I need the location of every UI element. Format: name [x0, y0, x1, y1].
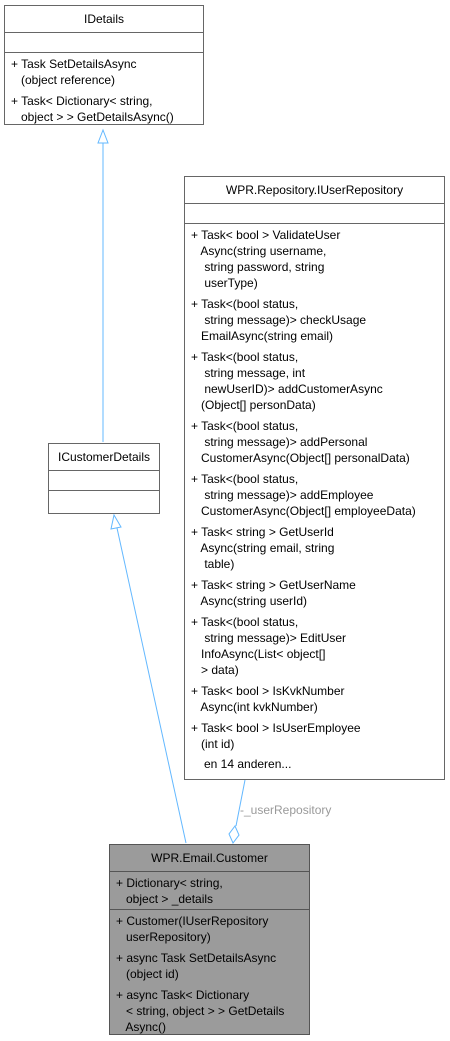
inheritance-arrowhead-icustomerdetails: [110, 513, 122, 530]
attributes-section: + Dictionary< string, object > _details: [110, 872, 309, 910]
method: + async Task SetDetailsAsync (object id): [116, 951, 277, 981]
method: + Task<(bool status, string message)> ad…: [191, 472, 416, 518]
method: + Task< string > GetUserId Async(string …: [191, 525, 335, 571]
class-name: ICustomerDetails: [49, 444, 159, 471]
method: + Task< bool > IsKvkNumber Async(int kvk…: [191, 684, 345, 714]
class-box-idetails[interactable]: IDetails + Task SetDetailsAsync (object …: [4, 5, 204, 125]
method: + Task<(bool status, string message)> Ed…: [191, 615, 347, 677]
class-name: WPR.Email.Customer: [110, 845, 309, 872]
method: + Task SetDetailsAsync (object reference…: [11, 57, 137, 87]
inheritance-line-customer-icustomerdetails: [116, 527, 187, 844]
methods-section: + Task SetDetailsAsync (object reference…: [5, 53, 203, 127]
method: + Customer(IUserRepository userRepositor…: [116, 914, 269, 944]
class-box-customer[interactable]: WPR.Email.Customer + Dictionary< string,…: [109, 844, 310, 1035]
association-label: -_userRepository: [240, 803, 332, 817]
class-name: IDetails: [5, 6, 203, 33]
method: + Task< Dictionary< string, object > > G…: [11, 94, 174, 124]
method: + Task< bool > IsUserEmployee (int id): [191, 721, 361, 751]
association-line-userrepository: [235, 779, 246, 827]
method: + Task<(bool status, string message, int…: [191, 350, 383, 412]
attributes-section: [49, 471, 159, 491]
class-box-iuserrepository[interactable]: WPR.Repository.IUserRepository + Task< b…: [184, 176, 445, 780]
method: + Task<(bool status, string message)> ch…: [191, 297, 367, 343]
aggregation-diamond: [228, 825, 240, 844]
methods-section: + Customer(IUserRepository userRepositor…: [110, 910, 309, 1037]
attributes-section: [5, 33, 203, 53]
attributes-section: [185, 204, 444, 224]
inheritance-arrowhead-idetails: [97, 128, 109, 144]
more-members-link[interactable]: en 14 anderen...: [204, 757, 292, 771]
methods-section: + Task< bool > ValidateUser Async(string…: [185, 224, 444, 774]
method: + Task<(bool status, string message)> ad…: [191, 419, 410, 465]
attribute: + Dictionary< string, object > _details: [116, 876, 223, 906]
method: + async Task< Dictionary < string, objec…: [116, 988, 285, 1034]
method: + Task< string > GetUserName Async(strin…: [191, 578, 356, 608]
class-name: WPR.Repository.IUserRepository: [185, 177, 444, 204]
class-box-icustomerdetails[interactable]: ICustomerDetails: [48, 443, 160, 514]
method: + Task< bool > ValidateUser Async(string…: [191, 228, 341, 290]
methods-section: [49, 491, 159, 511]
